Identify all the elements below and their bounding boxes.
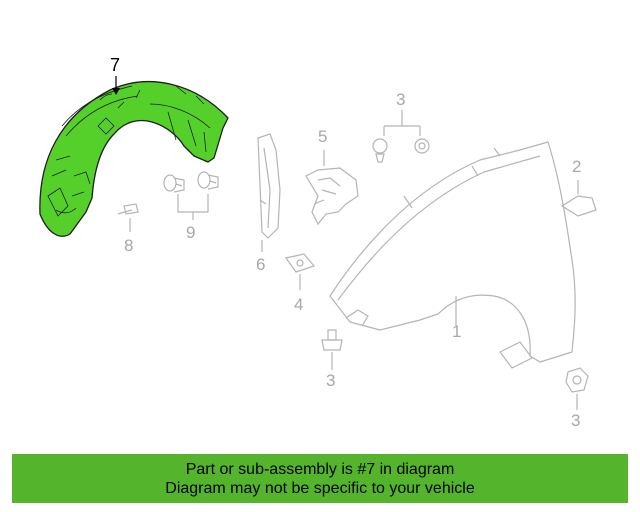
fender-liner-part-7[interactable] [39, 81, 229, 237]
nut-part-3-right[interactable] [565, 367, 589, 393]
banner-line-2: Diagram may not be specific to your vehi… [165, 479, 475, 497]
callout-3-left[interactable]: 3 [326, 371, 336, 390]
bolt-part-3-left[interactable] [321, 329, 343, 351]
callout-5[interactable]: 5 [318, 127, 328, 146]
bracket-part-2[interactable] [560, 195, 597, 217]
callout-3-top[interactable]: 3 [396, 90, 406, 109]
clip-nut-part-4[interactable] [284, 253, 316, 273]
parts-diagram [39, 76, 597, 410]
callout-1[interactable]: 1 [452, 322, 462, 341]
screw-part-8[interactable] [117, 203, 139, 215]
callout-3-right[interactable]: 3 [571, 411, 581, 430]
fender-part-1[interactable] [329, 141, 576, 369]
bracket-part-6[interactable] [257, 133, 281, 239]
callout-7[interactable]: 7 [110, 55, 121, 75]
callout-4[interactable]: 4 [294, 295, 304, 314]
push-clips-part-9[interactable] [163, 171, 219, 193]
banner-line-1: Part or sub-assembly is #7 in diagram [185, 460, 455, 478]
fasteners-part-3-top[interactable] [372, 138, 430, 163]
callout-9[interactable]: 9 [186, 223, 196, 242]
callout-8[interactable]: 8 [124, 236, 134, 255]
bracket-part-5[interactable] [305, 167, 359, 226]
callout-2[interactable]: 2 [572, 157, 582, 176]
callout-6[interactable]: 6 [256, 255, 266, 274]
info-banner: Part or sub-assembly is #7 in diagram Di… [12, 454, 628, 503]
